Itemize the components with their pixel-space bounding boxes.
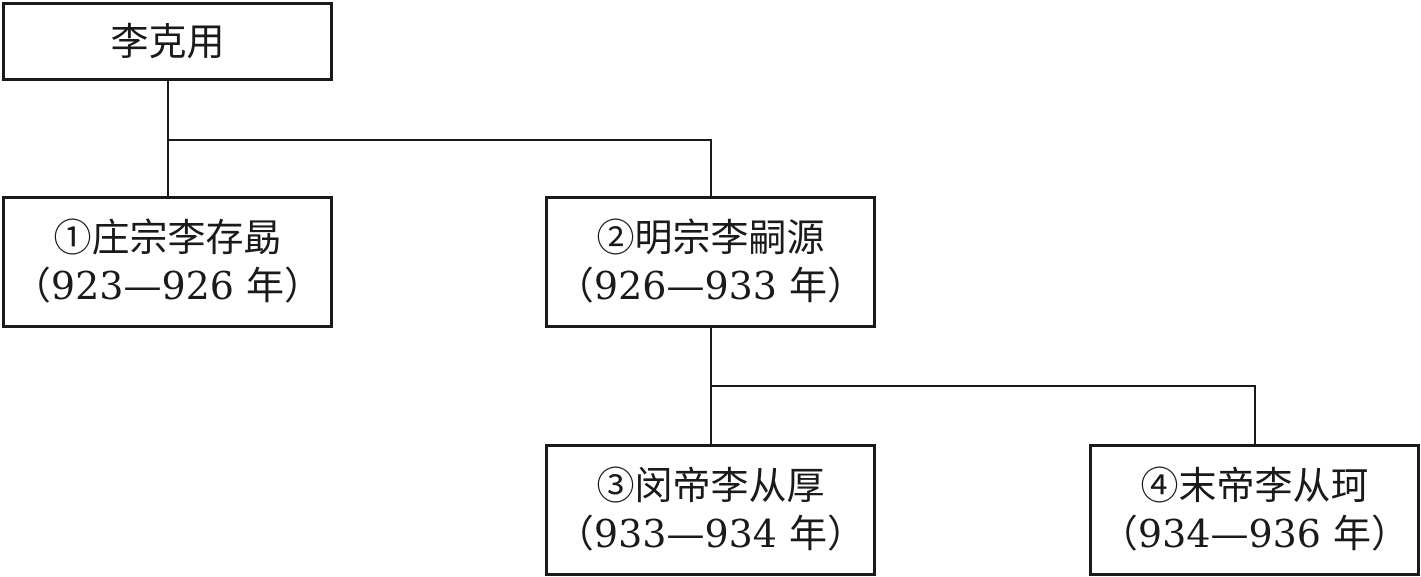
node-reign: （933—934 年） [555, 512, 866, 556]
node-modi: ④末帝李从珂 （934—936 年） [1089, 444, 1420, 576]
connector-node2-branch [710, 385, 1256, 387]
connector-to-node4 [1254, 385, 1256, 446]
root-node-name: 李克用 [110, 19, 225, 64]
root-node: 李克用 [2, 2, 333, 81]
node-reign: （926—933 年） [555, 264, 866, 308]
node-reign: （934—936 年） [1099, 512, 1410, 556]
node-title: ①庄宗李存勗 [53, 216, 282, 260]
connector-to-node2 [710, 139, 712, 198]
node-reign: （923—926 年） [12, 264, 323, 308]
node-mingzong: ②明宗李嗣源 （926—933 年） [545, 196, 876, 328]
node-zhuangzong: ①庄宗李存勗 （923—926 年） [2, 196, 333, 328]
node-title: ②明宗李嗣源 [596, 216, 825, 260]
node-title: ③闵帝李从厚 [596, 464, 825, 508]
connector-root-branch [167, 139, 712, 141]
node-title: ④末帝李从珂 [1140, 464, 1369, 508]
node-mindi: ③闵帝李从厚 （933—934 年） [545, 444, 876, 576]
